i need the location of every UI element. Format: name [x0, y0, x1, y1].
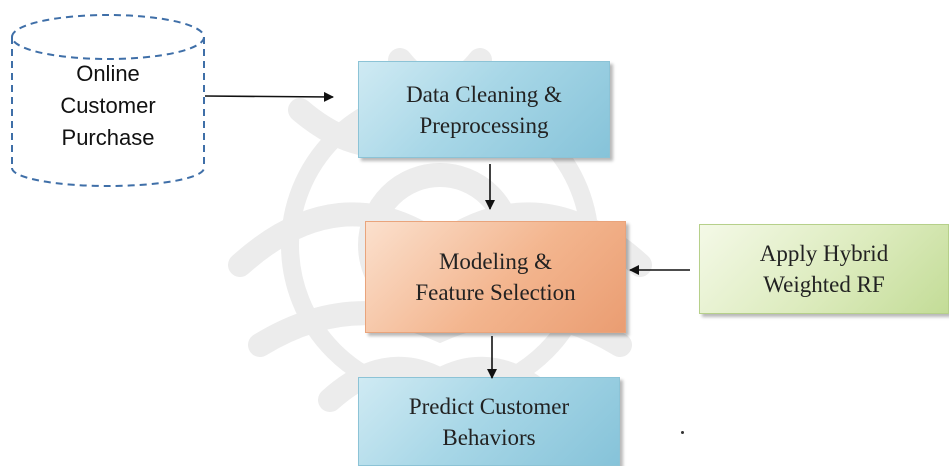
modeling-box: Modeling & Feature Selection — [365, 221, 626, 333]
hybrid-rf-box: Apply Hybrid Weighted RF — [699, 224, 949, 314]
hybrid-rf-label-line1: Apply Hybrid — [759, 241, 889, 266]
data-cleaning-box: Data Cleaning & Preprocessing — [358, 61, 610, 158]
stray-dot — [681, 431, 684, 434]
data-cleaning-label-line2: Preprocessing — [419, 112, 549, 138]
source-label-line1: Online — [76, 61, 140, 86]
predict-box: Predict Customer Behaviors — [358, 377, 620, 466]
source-cylinder — [11, 14, 205, 187]
modeling-label-line1: Modeling & — [438, 249, 553, 274]
data-cleaning-label-line1: Data Cleaning & — [406, 81, 562, 107]
predict-label-line2: Behaviors — [442, 424, 536, 450]
modeling-label-line2: Feature Selection — [415, 280, 576, 305]
source-label-line3: Purchase — [61, 125, 155, 150]
hybrid-rf-label-line2: Weighted RF — [763, 272, 885, 297]
source-label: Online Customer Purchase — [10, 58, 206, 162]
source-label-line2: Customer — [60, 93, 156, 118]
predict-label-line1: Predict Customer — [408, 393, 570, 419]
